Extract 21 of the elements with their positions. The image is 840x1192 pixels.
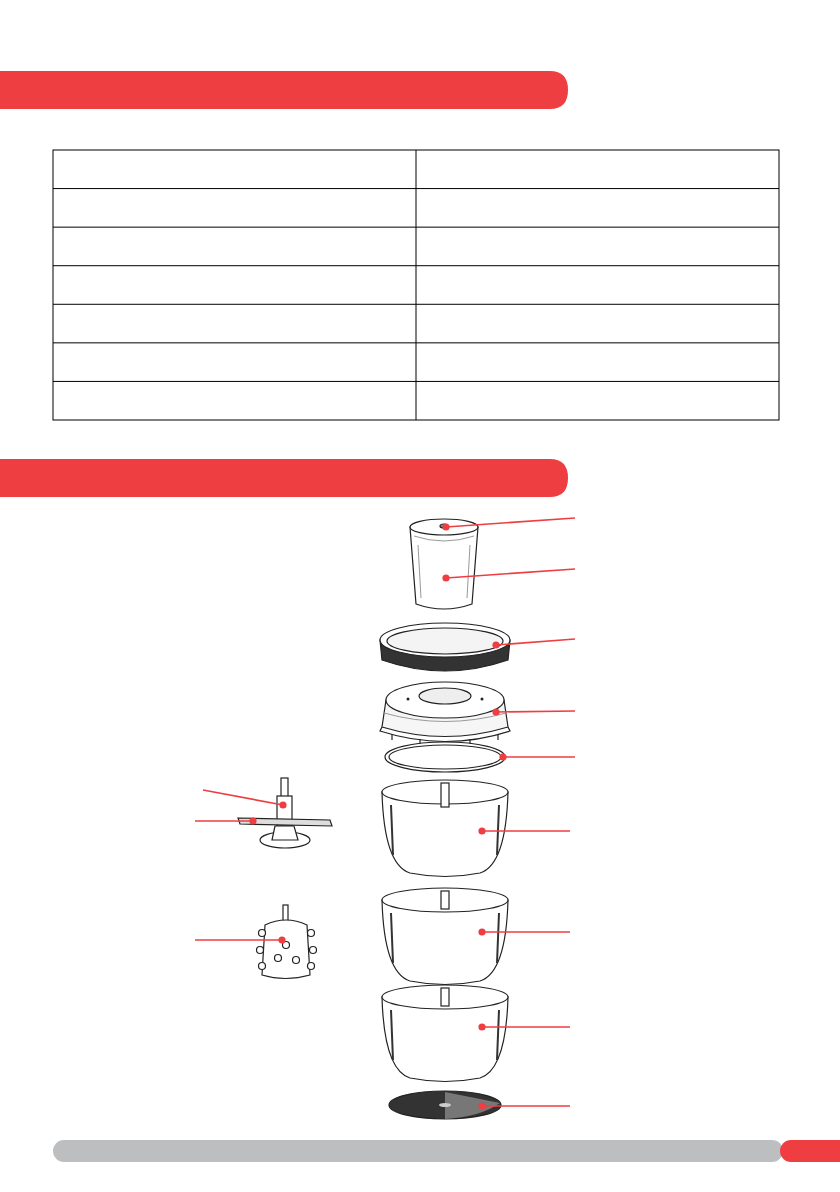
- leader-line: [492, 638, 576, 649]
- pusher-drawing: [409, 518, 479, 610]
- leader-line: [442, 568, 576, 582]
- bowl-drawing: [381, 779, 509, 878]
- leader-line: [442, 517, 576, 531]
- leader-line: [478, 1102, 571, 1110]
- leader-line: [492, 708, 576, 716]
- leader-line: [194, 817, 257, 825]
- chopping-blade-drawing: [237, 777, 333, 849]
- leader-line: [194, 936, 286, 944]
- leader-line: [478, 1023, 571, 1031]
- gasket-drawing: [384, 741, 506, 773]
- leader-line: [202, 789, 287, 809]
- ring-drawing: [379, 622, 511, 672]
- leader-line: [499, 753, 576, 761]
- leader-line: [478, 827, 571, 835]
- bowl-drawing: [381, 984, 509, 1083]
- bowl-drawing: [381, 887, 509, 986]
- grating-drum-drawing: [255, 904, 318, 980]
- slicing-disc-drawing: [388, 1090, 502, 1120]
- leader-line: [478, 928, 571, 936]
